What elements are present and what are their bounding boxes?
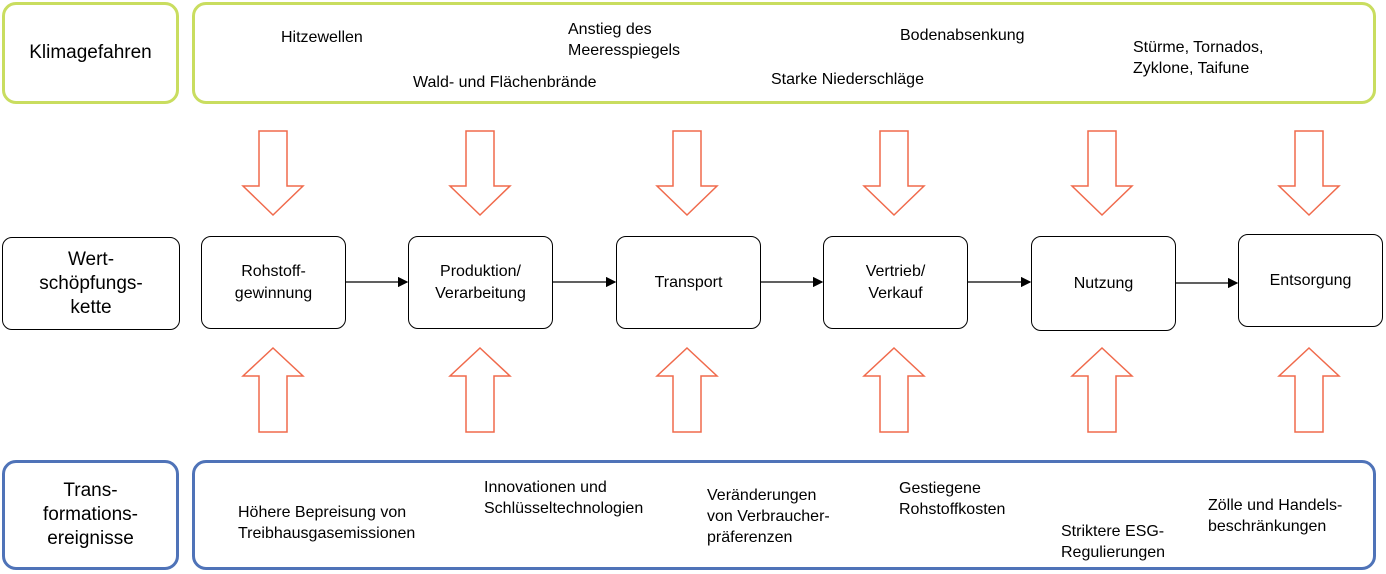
nutzung-label: Nutzung	[1073, 274, 1134, 292]
value-chain-row-label: Wert- schöpfungs- kette	[2, 237, 180, 330]
produktion-line-1: Produktion/	[440, 262, 521, 280]
hazard-stuerme-line-2: Zyklone, Taifune	[1133, 60, 1250, 77]
transformations-label-line-3: ereignisse	[47, 528, 134, 549]
chain-step-nutzung: Nutzung	[1031, 236, 1176, 331]
transformations-label-line-1: Trans-	[63, 480, 118, 501]
hazards-container	[192, 2, 1376, 104]
transformations-label-line-2: formations-	[42, 504, 139, 525]
chain-step-transport: Transport	[616, 236, 761, 329]
rohstoff-line-1: Rohstoff-	[241, 262, 306, 280]
hazard-impact-arrow-produktion	[448, 130, 512, 217]
transform-innovation-line-2: Schlüsseltechnologien	[484, 500, 644, 517]
chain-step-vertrieb: Vertrieb/ Verkauf	[823, 236, 968, 329]
chain-step-produktion: Produktion/ Verarbeitung	[408, 236, 553, 329]
hazard-niederschlaege: Starke Niederschläge	[771, 71, 924, 88]
hazards-row-label: Klimagefahren	[2, 2, 179, 104]
transformation-impact-arrow-rohstoff	[241, 346, 305, 433]
value-chain-label-line-2: schöpfungs-	[39, 272, 143, 294]
transform-rohstoffkosten-line-1: Gestiegene	[899, 480, 981, 497]
hazard-impact-arrow-rohstoff	[241, 130, 305, 217]
hazard-meeresspiegel-line-2: Meeresspiegels	[568, 42, 681, 59]
hazard-impact-arrow-transport	[655, 130, 719, 217]
transform-praeferenzen-line-3: präferenzen	[707, 529, 793, 546]
transform-praeferenzen-line-1: Veränderungen	[707, 487, 817, 504]
rohstoff-line-2: gewinnung	[234, 284, 313, 302]
hazard-impact-arrow-nutzung	[1070, 130, 1134, 217]
hazard-waldbraende: Wald- und Flächenbrände	[413, 74, 597, 91]
chain-step-rohstoffgewinnung: Rohstoff- gewinnung	[201, 236, 346, 329]
hazard-stuerme-line-1: Stürme, Tornados,	[1133, 39, 1264, 56]
transformation-impact-arrow-entsorgung	[1277, 346, 1341, 433]
transform-praeferenzen-line-2: von Verbraucher-	[707, 508, 830, 525]
transform-innovation-line-1: Innovationen und	[484, 479, 607, 496]
hazards-row-label-text: Klimagefahren	[29, 42, 152, 63]
transformation-impact-arrow-transport	[655, 346, 719, 433]
transform-zoelle-line-2: beschränkungen	[1208, 518, 1327, 535]
transform-rohstoffkosten-line-2: Rohstoffkosten	[899, 501, 1006, 518]
hazard-impact-arrow-entsorgung	[1277, 130, 1341, 217]
transport-label: Transport	[654, 273, 723, 291]
entsorgung-label: Entsorgung	[1269, 271, 1352, 289]
value-chain-label-line-3: kette	[70, 296, 112, 318]
hazard-meeresspiegel-line-1: Anstieg des	[568, 21, 652, 38]
value-chain-label-line-1: Wert-	[67, 248, 115, 270]
transformation-impact-arrow-vertrieb	[862, 346, 926, 433]
transformations-row-label: Trans- formations- ereignisse	[2, 460, 179, 570]
produktion-line-2: Verarbeitung	[435, 284, 526, 302]
hazard-impact-arrow-vertrieb	[862, 130, 926, 217]
hazard-hitzewellen: Hitzewellen	[281, 29, 363, 46]
transform-zoelle-line-1: Zölle und Handels-	[1208, 497, 1343, 514]
vertrieb-line-2: Verkauf	[868, 284, 923, 302]
transform-esg-line-1: Striktere ESG-	[1061, 523, 1165, 540]
transform-esg-line-2: Regulierungen	[1061, 544, 1166, 561]
transform-bepreisung-line-1: Höhere Bepreisung von	[238, 504, 407, 521]
transformations-container	[192, 460, 1376, 570]
chain-step-entsorgung: Entsorgung	[1238, 234, 1383, 327]
hazard-bodenabsenkung: Bodenabsenkung	[900, 27, 1025, 44]
vertrieb-line-1: Vertrieb/	[865, 262, 926, 280]
transformation-impact-arrow-produktion	[448, 346, 512, 433]
transform-bepreisung-line-2: Treibhausgasemissionen	[238, 525, 416, 542]
transformation-impact-arrow-nutzung	[1070, 346, 1134, 433]
